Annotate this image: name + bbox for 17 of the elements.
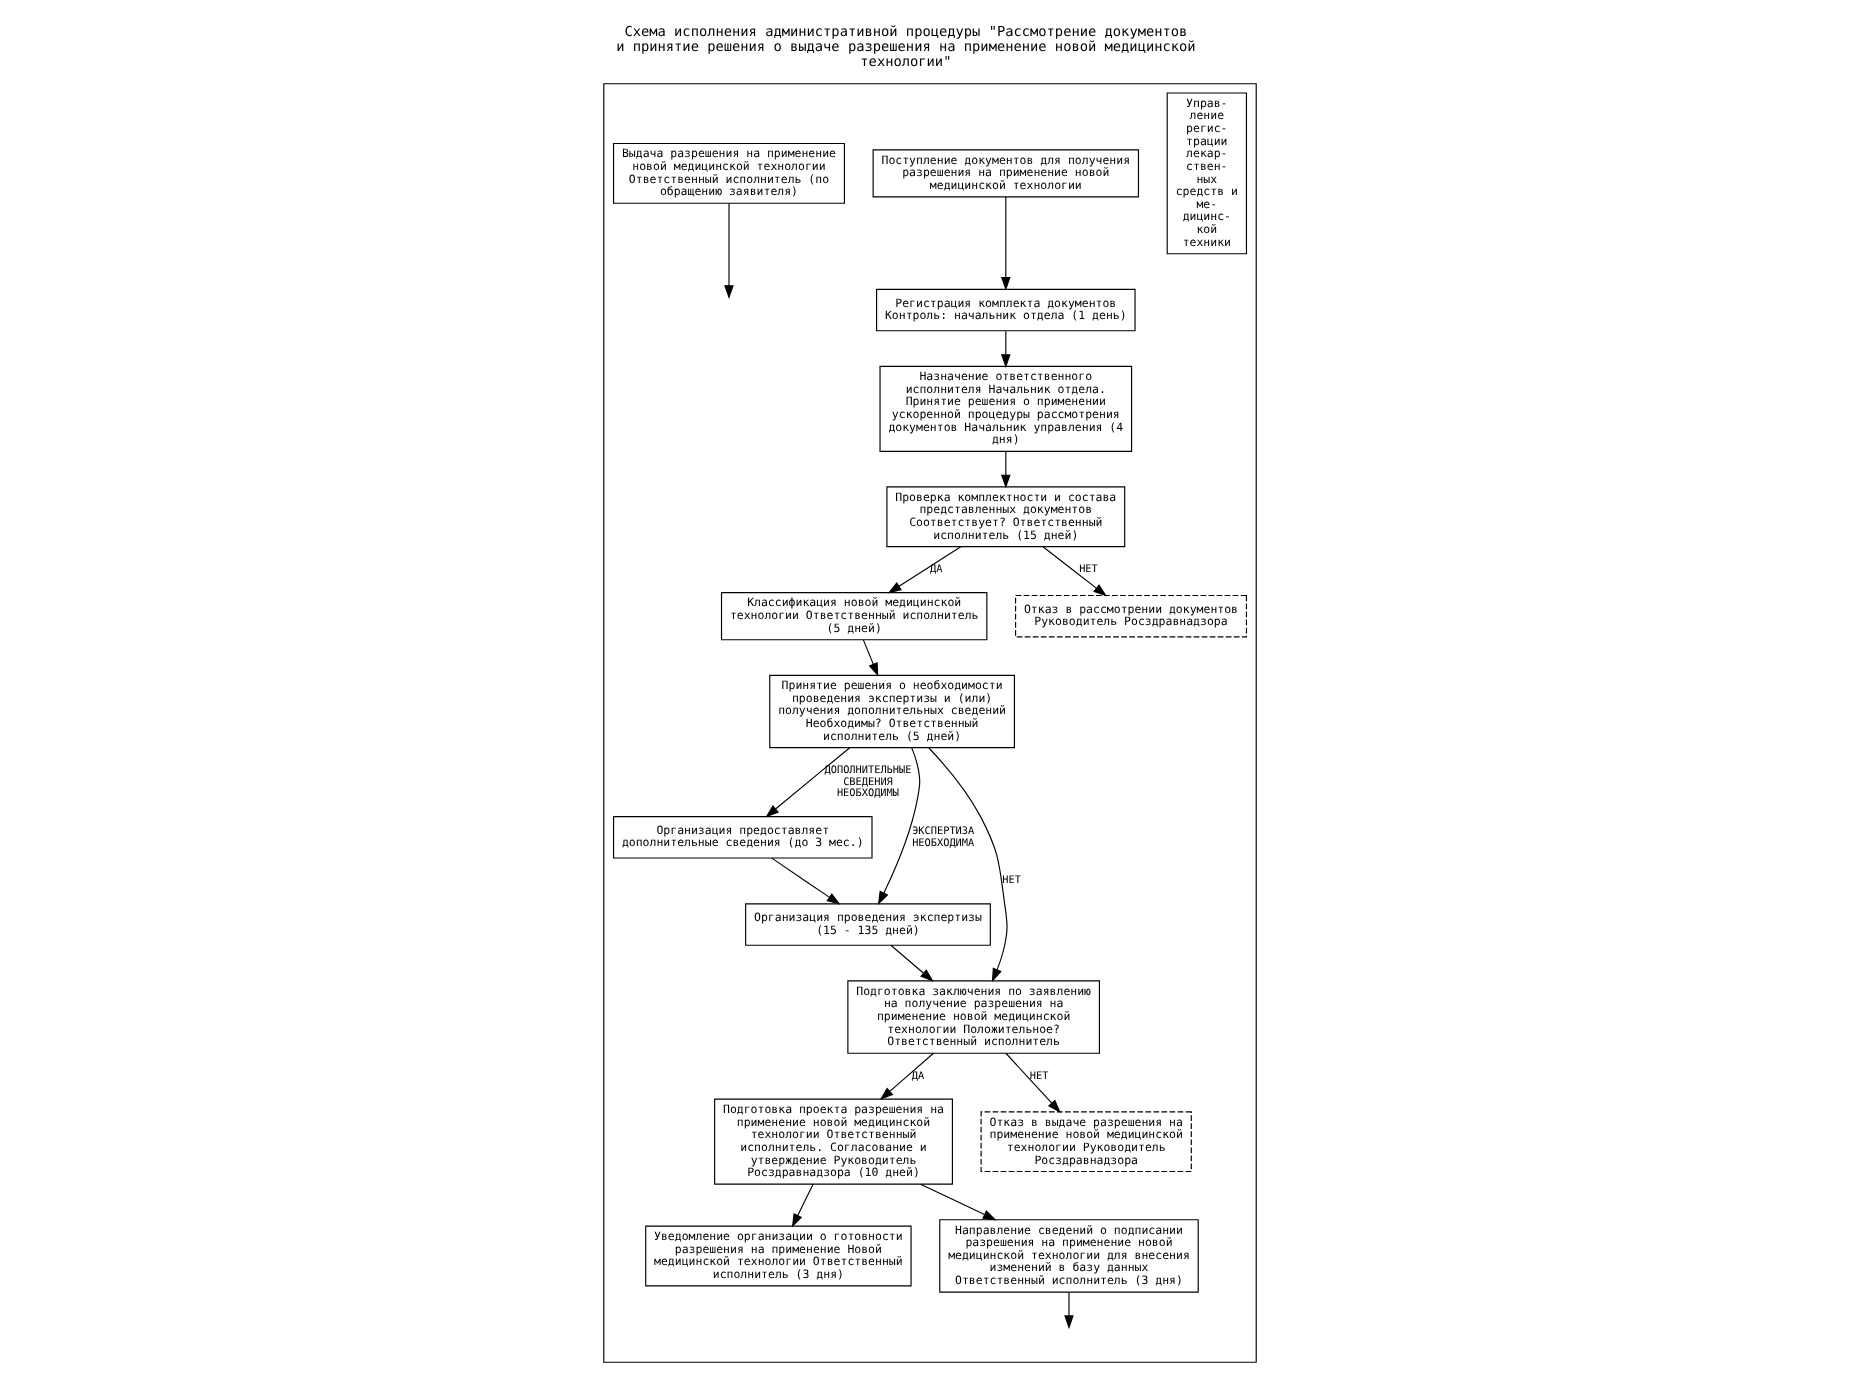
arrow: [999, 330, 1010, 368]
arrow: [878, 1052, 934, 1101]
arrow: [999, 196, 1010, 291]
arrow: [886, 546, 961, 594]
arrow: [889, 944, 933, 982]
arrow: [1004, 1052, 1060, 1113]
arrow: [790, 1183, 813, 1228]
arrow: [1063, 1291, 1073, 1330]
arrow: [876, 747, 920, 906]
arrow: [861, 639, 878, 677]
arrow: [999, 450, 1010, 489]
arrow: [770, 857, 840, 905]
arrow: [927, 747, 1007, 983]
arrow: [764, 747, 850, 818]
arrow: [723, 202, 733, 300]
arrow: [918, 1183, 996, 1221]
arrow: [1041, 546, 1106, 597]
